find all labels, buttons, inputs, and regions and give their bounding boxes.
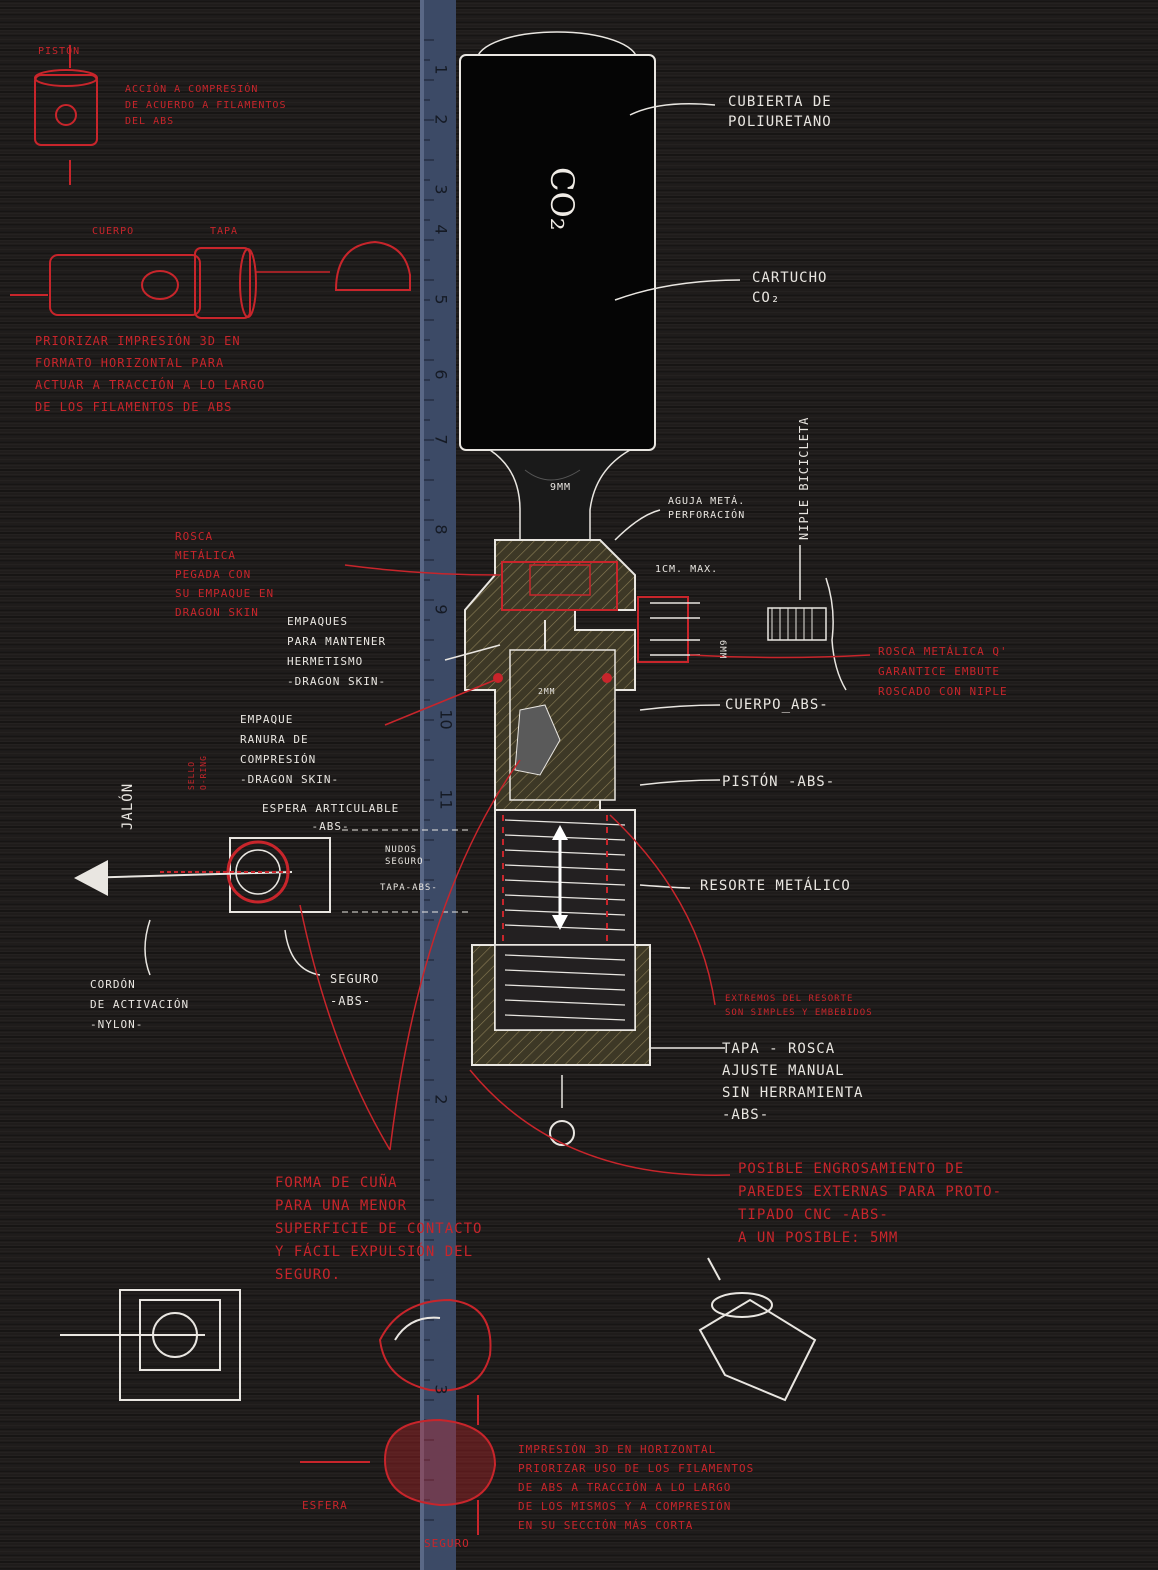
- ruler-number: 4: [431, 224, 451, 235]
- label-gasket: EMPAQUE RANURA DE COMPRESIÓN -DRAGON SKI…: [240, 713, 340, 786]
- ruler-number: 11: [436, 789, 456, 810]
- label-piston-top: PISTÓN: [38, 46, 81, 57]
- ruler-number: 3: [431, 184, 451, 195]
- label-sphere: ESPERA ARTICULABLE -ABS-: [262, 802, 400, 833]
- leader-lines: [144, 103, 801, 1049]
- label-seals: EMPAQUES PARA MANTENER HERMETISMO -DRAGO…: [287, 615, 387, 688]
- label-cord: CORDÓN DE ACTIVACIÓN -NYLON-: [90, 978, 190, 1031]
- label-sello: SELLO O-RING: [187, 755, 208, 790]
- ruler-number: 7: [431, 434, 451, 445]
- body-cap-sketch: [10, 240, 411, 319]
- label-wedge: FORMA DE CUÑA PARA UNA MENOR SUPERFICIE …: [275, 1175, 483, 1283]
- ruler-number: 10: [436, 709, 456, 730]
- label-neck: 9MM: [550, 482, 572, 493]
- label-esfera: ESFERA: [302, 1499, 348, 1512]
- ruler-number: 8: [431, 524, 451, 535]
- co2-cartridge: [459, 31, 656, 546]
- label-nipple: NIPLE BICICLETA: [797, 416, 811, 540]
- bottom-sketches: [60, 1257, 817, 1535]
- label-tapa-abs: TAPA-ABS-: [380, 883, 438, 893]
- label-gap: 2MM: [538, 687, 556, 696]
- ruler-number: 5: [431, 294, 451, 305]
- label-side: 6MM: [717, 640, 727, 660]
- label-print-note: PRIORIZAR IMPRESIÓN 3D EN FORMATO HORIZO…: [35, 334, 266, 414]
- label-cartridge: CARTUCHO CO₂: [752, 270, 828, 306]
- ruler-number: 2: [431, 114, 451, 125]
- ruler-number: 6: [431, 369, 451, 380]
- ruler-number: 3: [431, 1384, 451, 1395]
- label-body: CUERPO: [92, 226, 135, 237]
- label-piston-abs: PISTÓN -ABS-: [722, 774, 836, 790]
- label-knots: NUDOS SEGURO: [385, 845, 424, 867]
- label-needle: AGUJA METÁ. PERFORACIÓN: [668, 496, 746, 521]
- device-body-section: [464, 539, 847, 1146]
- label-body-abs: CUERPO_ABS-: [725, 697, 829, 713]
- piston-sketch: [34, 45, 98, 185]
- label-cap: TAPA: [210, 226, 239, 237]
- label-spring: RESORTE METÁLICO: [700, 878, 851, 894]
- label-max: 1CM. MAX.: [655, 564, 719, 575]
- label-seguro: SEGURO -ABS-: [330, 972, 380, 1008]
- label-seguro-bottom: SEGURO: [424, 1537, 470, 1550]
- label-piston-note: ACCIÓN A COMPRESIÓN DE ACUERDO A FILAMEN…: [125, 84, 287, 127]
- label-cap-thread: TAPA - ROSCA AJUSTE MANUAL SIN HERRAMIEN…: [722, 1041, 864, 1123]
- ruler-number: 9: [431, 604, 451, 615]
- ruler-number: 2: [431, 1094, 451, 1105]
- red-leader-lines: [255, 271, 871, 1176]
- co2-label: CO₂: [543, 167, 581, 231]
- label-cover: CUBIERTA DE POLIURETANO: [728, 94, 832, 130]
- label-print-note2: IMPRESIÓN 3D EN HORIZONTAL PRIORIZAR USO…: [518, 1443, 755, 1532]
- label-thicken: POSIBLE ENGROSAMIENTO DE PAREDES EXTERNA…: [738, 1161, 1003, 1246]
- measuring-ruler: [420, 0, 456, 1570]
- ruler-number: 1: [431, 64, 451, 75]
- label-thread2: ROSCA METÁLICA Q' GARANTICE EMBUTE ROSCA…: [878, 645, 1008, 698]
- label-spring-ends: EXTREMOS DEL RESORTE SON SIMPLES Y EMBEB…: [725, 994, 873, 1018]
- label-thread: ROSCA METÁLICA PEGADA CON SU EMPAQUE EN …: [175, 530, 275, 619]
- pull-assembly: [74, 829, 468, 913]
- label-jalon: JALÓN: [120, 782, 136, 830]
